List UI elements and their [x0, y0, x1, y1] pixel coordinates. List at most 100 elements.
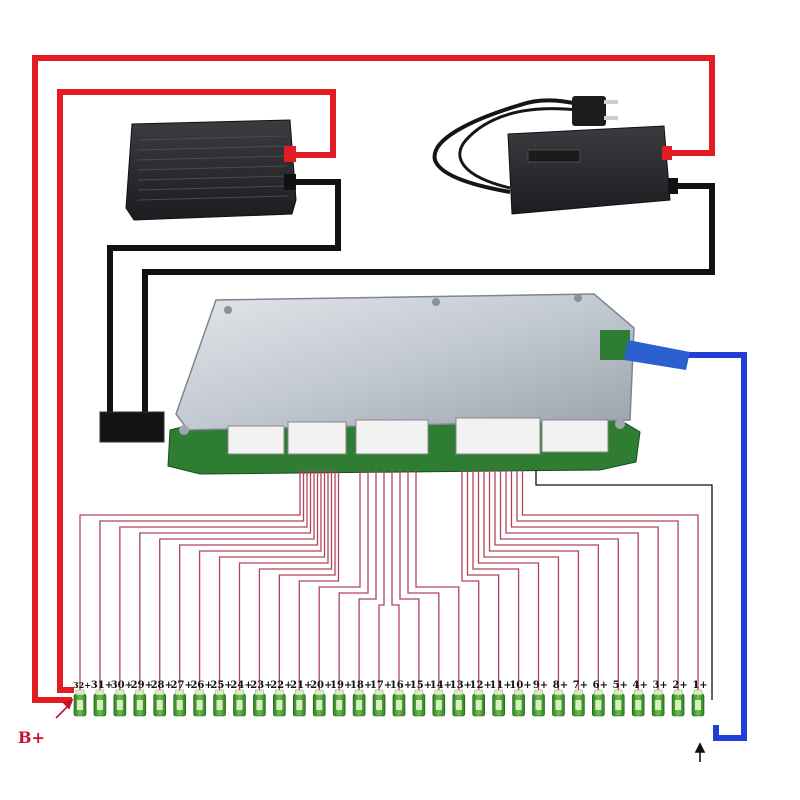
balance-wire — [472, 470, 520, 690]
cell-label: 31+ — [91, 680, 113, 691]
cell-label: 10+ — [509, 680, 531, 691]
device-positive-wire — [57, 89, 336, 693]
battery-cell-icon — [412, 689, 426, 717]
cell-label: 28+ — [151, 680, 173, 691]
balance-wire — [179, 470, 319, 690]
balance-wire — [159, 470, 315, 690]
balance-wire — [378, 470, 385, 690]
balance-wire — [79, 470, 301, 690]
adapter-cable — [432, 98, 579, 194]
battery-cell-icon — [651, 689, 665, 717]
bms-board-icon — [167, 293, 690, 475]
balance-wire — [139, 470, 312, 690]
cell-label: 25+ — [210, 680, 232, 691]
cell-label: 15+ — [410, 680, 432, 691]
balance-wire — [99, 470, 305, 690]
cell-label: 29+ — [131, 680, 153, 691]
cell-label: 17+ — [370, 680, 392, 691]
battery-cell-icon — [691, 689, 705, 717]
battery-cell-icon — [671, 689, 685, 717]
battery-cell-icon — [532, 689, 545, 717]
battery-cell-icon — [512, 689, 525, 717]
cell-label: 30+ — [111, 680, 133, 691]
cell-labels: 32+31+30+29+28+27+26+25+24+23+22+21+20+1… — [73, 680, 708, 691]
b-plus-label: B+ — [18, 728, 45, 747]
b-minus-wire — [640, 352, 747, 741]
power-adapter-icon — [507, 125, 678, 215]
balance-wire — [278, 470, 336, 690]
cell-label: 26+ — [190, 680, 212, 691]
balance-wire — [461, 470, 480, 690]
balance-wire — [119, 470, 308, 690]
battery-cell-icon — [233, 689, 246, 717]
battery-cell-icon — [133, 689, 147, 717]
cell-label: 23+ — [250, 680, 272, 691]
cell-label: 20+ — [310, 680, 332, 691]
battery-cell-icon — [372, 689, 386, 717]
balance-wire — [298, 470, 340, 690]
cell-label: 2+ — [672, 680, 687, 691]
charger-negative-wire — [142, 183, 715, 420]
battery-cell-icon — [572, 689, 585, 717]
cell-label: 16+ — [390, 680, 412, 691]
cell-label: 21+ — [290, 680, 312, 691]
balance-wire — [218, 470, 326, 690]
positive-wires — [32, 55, 715, 703]
battery-cell-icon — [352, 689, 366, 717]
charger-positive-wire — [32, 55, 715, 703]
b-plus-arrow-icon — [55, 698, 74, 719]
cell-label: 6+ — [593, 680, 608, 691]
battery-cell-icon — [273, 689, 286, 717]
battery-cell-icon — [392, 689, 406, 717]
cell-label: 1+ — [692, 680, 707, 691]
balance-wire — [516, 470, 679, 690]
balance-wire-harness — [79, 470, 699, 690]
b-minus-arrow-icon — [694, 742, 706, 762]
battery-cell-icon — [452, 689, 466, 717]
balance-wire — [399, 470, 420, 690]
cell-label: 13+ — [450, 680, 472, 691]
balance-wire — [483, 470, 560, 690]
balance-wire — [258, 470, 333, 690]
cell-label: 11+ — [489, 680, 511, 691]
b-minus-sense-wire — [535, 470, 713, 700]
battery-cell-icon — [432, 689, 446, 717]
battery-cell-icon — [472, 689, 486, 717]
battery-cell-icon — [93, 689, 107, 717]
battery-cells — [73, 689, 705, 717]
battery-cell-icon — [113, 689, 127, 717]
balance-wire — [407, 470, 440, 690]
battery-cell-icon — [292, 689, 306, 717]
balance-wire — [477, 470, 540, 690]
balance-wire — [505, 470, 639, 690]
balance-wire — [494, 470, 599, 690]
battery-cell-icon — [173, 689, 186, 717]
balance-wire — [198, 470, 322, 690]
balance-wire — [338, 470, 369, 690]
balance-wire — [521, 470, 699, 690]
balance-wire — [415, 470, 460, 690]
balance-wire — [488, 470, 580, 690]
cell-label: 22+ — [270, 680, 292, 691]
negative-connector — [99, 411, 165, 443]
battery-cell-icon — [153, 689, 167, 717]
battery-cell-icon — [611, 689, 625, 717]
battery-cell-icon — [332, 689, 346, 717]
cell-label: 18+ — [350, 680, 372, 691]
cell-label: 24+ — [230, 680, 252, 691]
cell-label: 9+ — [533, 680, 548, 691]
balance-wire — [238, 470, 329, 690]
balance-wire — [358, 470, 377, 690]
cell-label: 5+ — [613, 680, 628, 691]
battery-cell-icon — [552, 689, 565, 717]
balance-wire — [466, 470, 500, 690]
cell-label: 27+ — [171, 680, 193, 691]
cell-label: 4+ — [633, 680, 648, 691]
balance-wire — [318, 470, 361, 690]
device-negative-wire — [107, 179, 341, 420]
cell-label: 7+ — [573, 680, 588, 691]
battery-cell-icon — [253, 689, 266, 717]
balance-wire — [391, 470, 400, 690]
balance-wire — [499, 470, 619, 690]
